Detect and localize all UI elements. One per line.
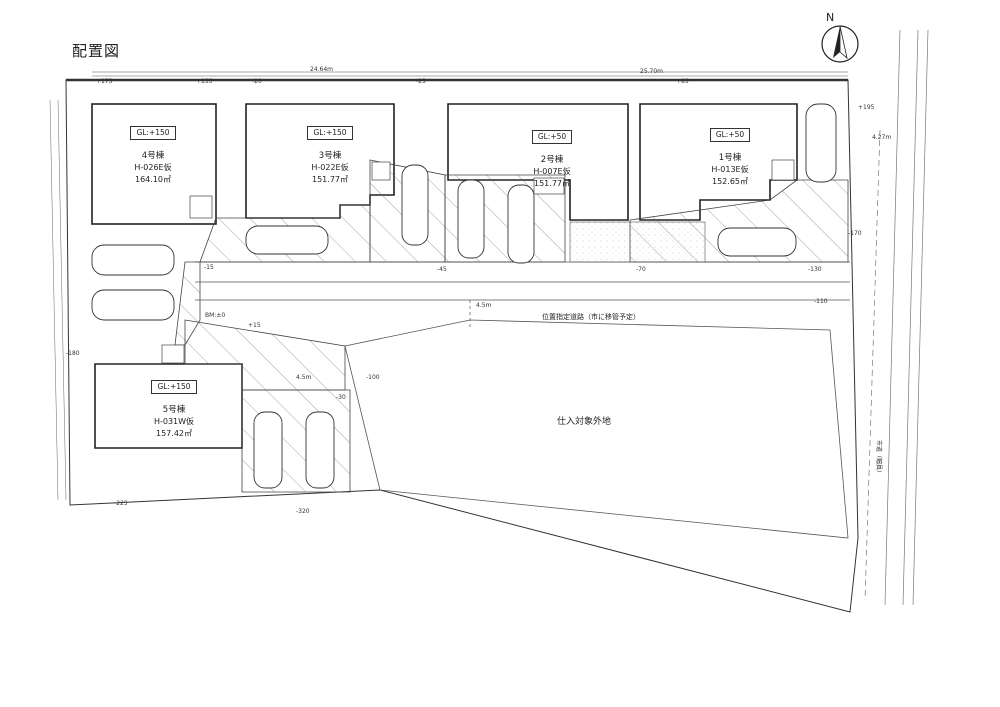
level-6: -170 (848, 230, 862, 237)
house-5-model: H-031W仮 (153, 417, 195, 426)
house-2-gl: GL:+50 (531, 130, 573, 144)
house-4-label: GL:+150 4号棟 H-026E仮 164.10㎡ (118, 126, 188, 186)
level-4: +85 (676, 78, 689, 85)
level-14: -180 (66, 350, 80, 357)
dotted-area (569, 221, 706, 263)
level-13: +15 (248, 322, 261, 329)
house-4-model: H-026E仮 (134, 163, 172, 172)
house-3-name: 3号棟 (318, 151, 342, 161)
level-1: +155 (196, 78, 213, 85)
house-1-label: GL:+50 1号棟 H-013E仮 152.65㎡ (690, 128, 770, 188)
north-label: N (826, 11, 835, 24)
house-3-model: H-022E仮 (311, 163, 349, 172)
level-5: +195 (858, 104, 875, 111)
house-3-gl: GL:+150 (307, 126, 353, 140)
level-11: -45 (437, 266, 447, 273)
house-3-area: 151.77㎡ (312, 175, 348, 184)
level-9: -100 (366, 374, 380, 381)
house-2-label: GL:+50 2号棟 H-007E仮 151.77㎡ (512, 130, 592, 190)
level-8: -110 (814, 298, 828, 305)
level-17: -30 (336, 394, 346, 401)
level-15: -223 (114, 500, 128, 507)
level-3: -25 (416, 78, 426, 85)
house-1-area: 152.65㎡ (712, 177, 748, 186)
level-2: -20 (252, 78, 262, 85)
level-7: -130 (808, 266, 822, 273)
house-5-gl: GL:+150 (151, 380, 197, 394)
right-road-lines (864, 29, 929, 606)
bm-label: BM:±0 (205, 312, 226, 319)
house-5-label: GL:+150 5号棟 H-031W仮 157.42㎡ (134, 380, 214, 440)
house-4-gl: GL:+150 (130, 126, 176, 140)
cars (91, 103, 837, 489)
house-1-gl: GL:+50 (709, 128, 751, 142)
house-5-area: 157.42㎡ (156, 429, 192, 438)
dim-road-width: 4.5m (476, 302, 492, 309)
house-2-model: H-007E仮 (533, 167, 571, 176)
north-arrow-icon (821, 25, 859, 63)
road (195, 261, 850, 330)
house-1-model: H-013E仮 (711, 165, 749, 174)
house-4-name: 4号棟 (141, 151, 165, 161)
level-12: -15 (204, 264, 214, 271)
house-5-name: 5号棟 (162, 405, 186, 415)
dim-right: 4.27m (872, 134, 892, 141)
house-4-area: 164.10㎡ (135, 175, 171, 184)
house-3-label: GL:+150 3号棟 H-022E仮 151.77㎡ (290, 126, 370, 186)
road-name: 市道（幅員） (875, 440, 882, 477)
outside-area-label: 仕入対象外地 (557, 417, 612, 427)
house-2-area: 151.77㎡ (534, 179, 570, 188)
level-16: -320 (296, 508, 310, 515)
page-title: 配置図 (72, 42, 121, 60)
house-1-name: 1号棟 (718, 153, 742, 163)
dim-bottom-width: 4.5m (296, 374, 312, 381)
level-10: -70 (636, 266, 646, 273)
house-2-name: 2号棟 (540, 155, 564, 165)
dim-top-1: 24.64m (310, 66, 334, 73)
dim-top-2: 25.70m (640, 68, 664, 75)
level-0: +175 (96, 78, 113, 85)
road-label: 位置指定道路（市に移管予定） (542, 313, 640, 321)
outside-area (344, 319, 849, 539)
